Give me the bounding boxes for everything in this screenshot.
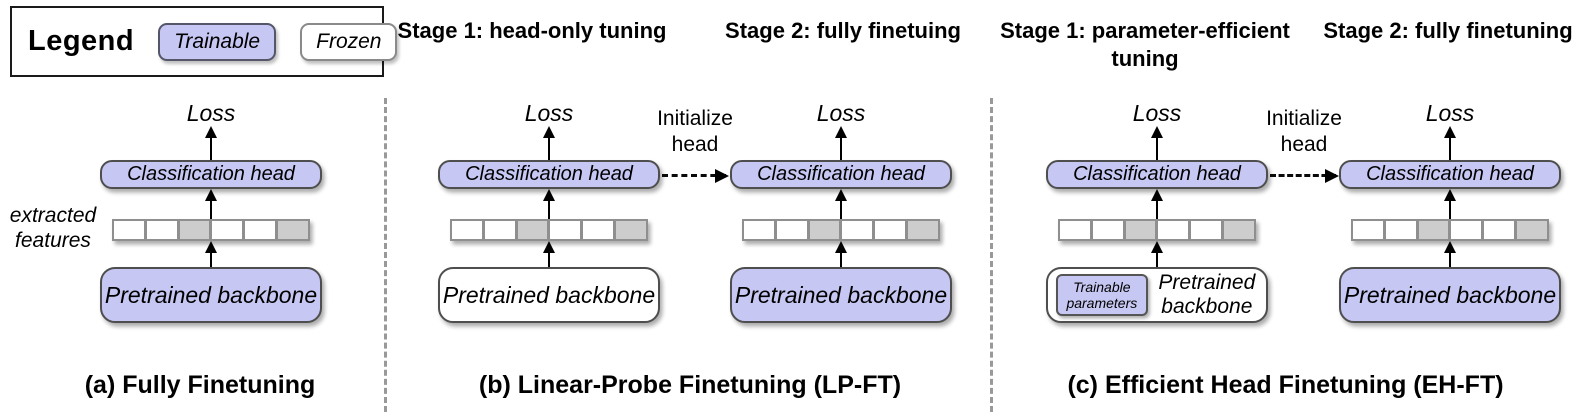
initialize-head-label: Initialize head: [1266, 107, 1342, 156]
dashed-arrow-icon: [1270, 169, 1339, 183]
feature-cell-white: [842, 221, 873, 239]
panel-c-stage2-stack: Loss Classification head Pretrained back…: [1338, 100, 1562, 323]
arrow-up-icon: [1150, 189, 1164, 219]
feature-cell-white: [452, 221, 482, 239]
feature-cell-white: [550, 221, 581, 239]
arrow-up-icon: [1150, 126, 1164, 160]
feature-cell-gray: [1125, 221, 1156, 239]
feature-cell-white: [744, 221, 774, 239]
arrow-up-icon: [542, 189, 556, 219]
dashed-arrow-icon: [662, 169, 729, 183]
pretrained-backbone-label: Pretrained backbone: [1158, 271, 1256, 318]
panel-b-caption: (b) Linear-Probe Finetuning (LP-FT): [478, 371, 902, 399]
feature-cell-white: [1353, 221, 1383, 239]
panel-b-stage2-header: Stage 2: fully finetuing: [725, 18, 961, 43]
feature-strip: [450, 219, 648, 241]
panel-b-stage1-header: Stage 1: head-only tuning: [397, 18, 667, 43]
arrow-up-icon: [542, 241, 556, 267]
feature-cell-white: [146, 221, 177, 239]
classification-head-box: Classification head: [100, 160, 322, 189]
arrow-up-icon: [834, 189, 848, 219]
feature-strip: [1351, 219, 1549, 241]
legend-trainable-chip: Trainable: [158, 22, 277, 61]
extracted-features-label: extracted features: [9, 204, 97, 252]
feature-cell-white: [776, 221, 807, 239]
loss-label: Loss: [816, 100, 866, 126]
feature-cell-white: [1191, 221, 1222, 239]
feature-cell-gray: [616, 221, 646, 239]
feature-cell-gray: [1517, 221, 1547, 239]
feature-cell-white: [484, 221, 515, 239]
feature-cell-white: [114, 221, 144, 239]
classification-head-box: Classification head: [1046, 160, 1268, 189]
panel-c-stage2-header: Stage 2: fully finetuning: [1323, 18, 1573, 43]
feature-cell-white: [1451, 221, 1482, 239]
legend-box: Legend Trainable Frozen: [10, 6, 398, 77]
feature-cell-white: [1060, 221, 1090, 239]
feature-cell-gray: [908, 221, 938, 239]
feature-cell-white: [212, 221, 243, 239]
trainable-parameters-box: Trainable parameters: [1056, 274, 1148, 316]
loss-label: Loss: [186, 100, 236, 126]
feature-cell-white: [1158, 221, 1189, 239]
panel-c-caption: (c) Efficient Head Finetuning (EH-FT): [1067, 371, 1504, 399]
classification-head-box: Classification head: [438, 160, 660, 189]
feature-cell-white: [875, 221, 906, 239]
legend-frozen-chip: Frozen: [300, 22, 398, 61]
panel-b-stage1-stack: Loss Classification head Pretrained back…: [437, 100, 661, 323]
arrow-up-icon: [204, 241, 218, 267]
pretrained-backbone-box: Pretrained backbone: [730, 267, 952, 323]
feature-cell-white: [1484, 221, 1515, 239]
panel-c-stage1-stack: Loss Classification head Trainable param…: [1045, 100, 1269, 323]
arrow-up-icon: [204, 126, 218, 160]
arrow-up-icon: [1443, 241, 1457, 267]
panel-c-stage1-header: Stage 1: parameter-efficient tuning: [1000, 18, 1290, 71]
arrow-up-icon: [1150, 241, 1164, 267]
panel-a-caption: (a) Fully Finetuning: [84, 371, 316, 399]
arrow-up-icon: [204, 189, 218, 219]
feature-cell-gray: [1224, 221, 1254, 239]
pretrained-backbone-box: Pretrained backbone: [100, 267, 322, 323]
pretrained-backbone-box: Pretrained backbone: [1339, 267, 1561, 323]
arrow-up-icon: [542, 126, 556, 160]
initialize-head-label: Initialize head: [657, 107, 733, 156]
feature-strip: [742, 219, 940, 241]
feature-strip: [112, 219, 310, 241]
loss-label: Loss: [524, 100, 574, 126]
feature-strip: [1058, 219, 1256, 241]
feature-cell-white: [1385, 221, 1416, 239]
feature-cell-gray: [278, 221, 308, 239]
pretrained-backbone-box: Pretrained backbone: [438, 267, 660, 323]
panel-a-stack: Loss Classification head Pretrained back…: [99, 100, 323, 323]
arrow-up-icon: [1443, 189, 1457, 219]
arrow-up-icon: [834, 241, 848, 267]
feature-cell-white: [583, 221, 614, 239]
feature-cell-gray: [517, 221, 548, 239]
loss-label: Loss: [1132, 100, 1182, 126]
panel-b-stage2-stack: Loss Classification head Pretrained back…: [729, 100, 953, 323]
loss-label: Loss: [1425, 100, 1475, 126]
pretrained-backbone-box: Trainable parameters Pretrained backbone: [1046, 267, 1268, 323]
feature-cell-white: [1092, 221, 1123, 239]
arrow-up-icon: [1443, 126, 1457, 160]
panel-divider-bc: [990, 98, 993, 412]
panel-divider-ab: [384, 98, 387, 412]
legend-title: Legend: [28, 25, 135, 57]
feature-cell-gray: [179, 221, 210, 239]
classification-head-box: Classification head: [730, 160, 952, 189]
feature-cell-gray: [1418, 221, 1449, 239]
feature-cell-gray: [809, 221, 840, 239]
feature-cell-white: [245, 221, 276, 239]
arrow-up-icon: [834, 126, 848, 160]
classification-head-box: Classification head: [1339, 160, 1561, 189]
